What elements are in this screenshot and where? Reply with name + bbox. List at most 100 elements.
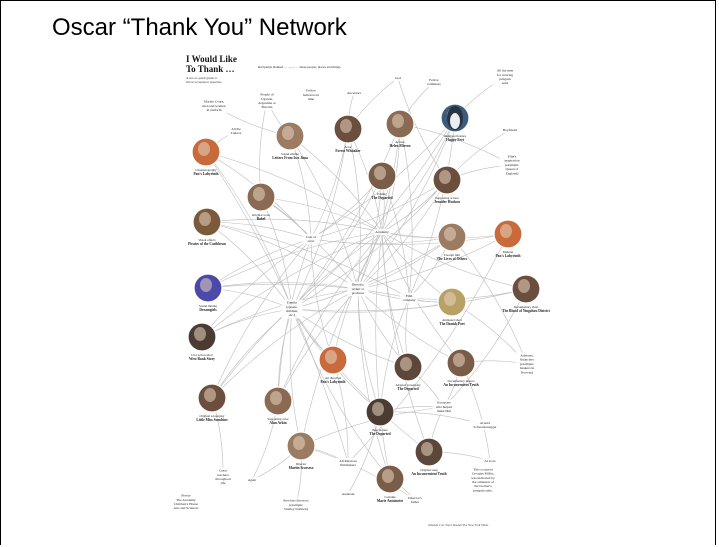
recipient-name: The Departed (371, 196, 392, 200)
thanked-label-bg (211, 467, 235, 487)
thanked-label-line: Queen of (506, 167, 520, 171)
thanked-label-bg (393, 74, 403, 82)
thanked-label-line: life (221, 481, 226, 485)
thanked-node-t15: Family(spouse,children,etc.) (281, 299, 303, 319)
thanked-label-line: Children's House (174, 502, 199, 506)
recipient-name: Happy Feet (446, 138, 465, 142)
recipient-role: Foreign film (444, 253, 461, 257)
edge-r18-t20 (460, 362, 491, 462)
thanked-label-bg (515, 352, 539, 376)
edge-r1-t11 (310, 128, 349, 240)
edge-r3-t12 (381, 117, 456, 233)
recipient-role: Editing (377, 192, 387, 196)
heading-line-1: I Would Like (186, 54, 237, 64)
thanked-label-line: company (403, 298, 416, 302)
recipient-photo-face (392, 114, 404, 128)
thanked-label-line: penguin (499, 77, 511, 81)
edge-r13-t15 (291, 288, 527, 312)
edge-r3-t15 (291, 117, 456, 310)
thanked-label-line: Great (219, 469, 227, 473)
thanked-label-line: God (395, 76, 401, 80)
edge-r11-t13 (357, 233, 509, 290)
recipient-role: Best picture (372, 428, 388, 432)
recipient-name: Alan Arkin (269, 421, 286, 425)
recipient-role: Original score (252, 213, 271, 217)
thanked-label-line: bankers in (520, 366, 535, 370)
thanked-node-t12: Academy (373, 228, 391, 236)
graphic-heading: I Would Like To Thank … A not-so-quick g… (186, 54, 341, 84)
thanked-label-line: etc.) (289, 313, 296, 317)
thanked-label-line: filmmakers (340, 463, 357, 467)
thanked-label-line: throughout (215, 477, 230, 481)
recipient-photo-face (444, 227, 456, 241)
thanked-label-bg (373, 228, 391, 236)
thanked-label-line: Film's (508, 155, 517, 159)
thanked-node-t9: Boyfriend (499, 126, 521, 134)
recipient-name: Helen Mirren (390, 144, 411, 148)
recipient-role: Actress (395, 140, 405, 144)
recipient-name: Little Miss Sunshine (196, 418, 228, 422)
thanked-label-bg (337, 490, 359, 498)
thanked-label-line: (spouse, (286, 305, 298, 310)
recipient-role: Makeup (503, 250, 514, 254)
recipient-name: The Lives of Others (437, 257, 468, 261)
recipient-photo-face (194, 327, 206, 341)
edge-r1-t13 (347, 128, 361, 290)
edge-r12-t13 (207, 282, 359, 290)
recipient-name: Pirates of the Caribbean (188, 242, 226, 246)
thanked-label-line: Marine Corps, (204, 100, 224, 105)
thanked-label-line: Argentina or (258, 101, 277, 105)
edge-r11-t19 (347, 233, 509, 464)
thanked-label-line: penguin suits. (473, 488, 493, 492)
edge-r24-t12 (375, 231, 391, 480)
thanked-label-bg (424, 76, 444, 88)
edge-r5-t15 (205, 151, 293, 310)
thanked-label-line: Fellow (429, 78, 439, 82)
thanked-label-bg (343, 89, 365, 97)
thanked-node-t16: Advisers,financiers(example:bankers inNo… (515, 352, 539, 376)
thanked-label-bg (335, 457, 361, 469)
recipient-role: Visual effects (198, 238, 216, 242)
edge-r12-t14 (207, 283, 410, 299)
edge-r23-t12 (381, 231, 430, 453)
recipient-photo-face (500, 224, 512, 238)
graphic-key: Recipients thanked … —→ … these people, … (258, 65, 341, 70)
recipient-role: Costume (384, 495, 396, 499)
recipient-name: Jennifer Hudson (434, 200, 460, 204)
recipient-name: Dreamgirls (199, 308, 217, 312)
recipient-role: Cinematography (195, 168, 217, 172)
recipient-name: Martin Scorsese (289, 466, 314, 470)
recipient-name: The Danish Poet (439, 322, 465, 326)
thanked-label-line: Advisers, (520, 354, 533, 359)
thanked-label-line: writer or (352, 287, 365, 291)
thanked-label-line: inspiration (505, 159, 520, 163)
thanked-label-line: Latinos (231, 131, 242, 135)
thanked-node-t25: Previous directors(example:Stanley Kubri… (276, 497, 316, 513)
recipient-name: Pan's Labyrinth (320, 380, 345, 384)
thanked-label-line: The Academy (176, 498, 196, 502)
recipient-role: Documentary short (514, 305, 539, 309)
thanked-label-line: All Mexican (339, 459, 357, 463)
edge-r19-t11 (211, 238, 312, 399)
recipient-name: Babel (257, 217, 266, 221)
thanked-label-line: suits (502, 81, 509, 85)
edge-r15-t12 (201, 231, 383, 338)
